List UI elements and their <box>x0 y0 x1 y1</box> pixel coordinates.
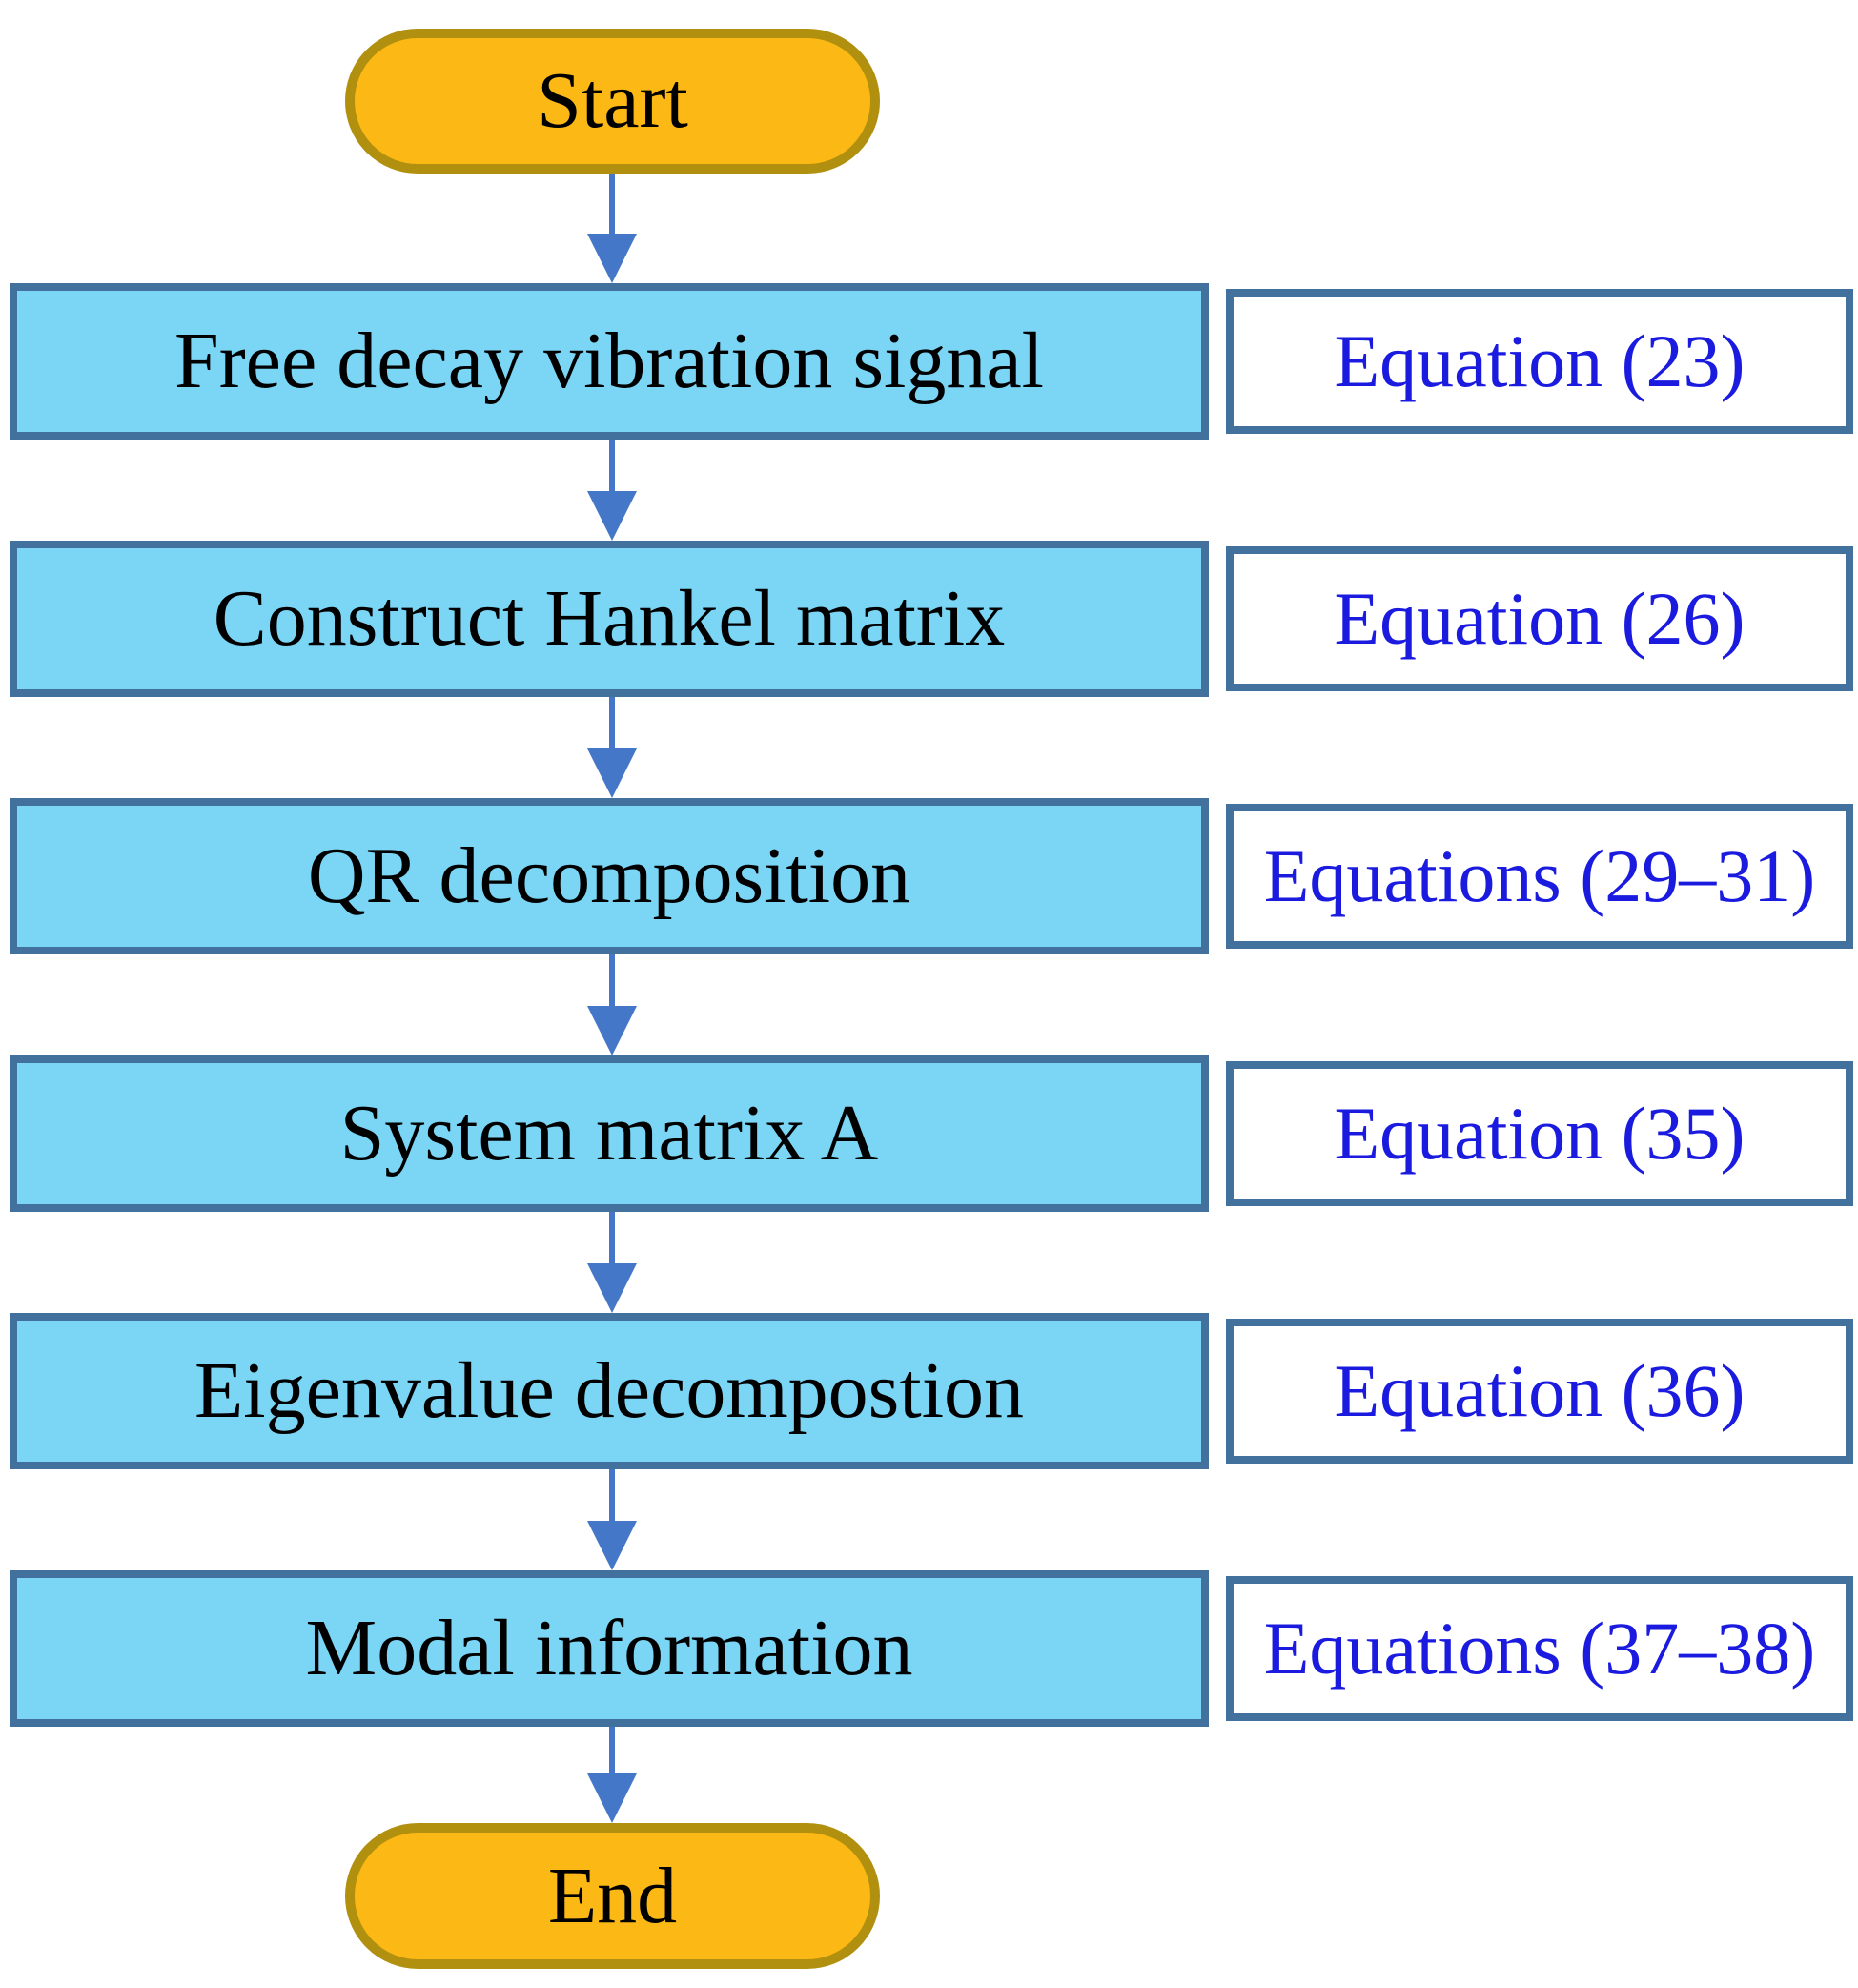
start-node: Start <box>345 29 880 174</box>
process-label: Construct Hankel matrix <box>213 574 1006 663</box>
arrow-stem <box>609 1727 615 1773</box>
equation-box: Equation (36) <box>1226 1319 1853 1464</box>
flow-arrow <box>587 697 637 798</box>
equation-box: Equations (29–31) <box>1226 804 1853 949</box>
arrow-stem <box>609 440 615 491</box>
arrow-head-icon <box>587 491 637 541</box>
equation-label: Equation (35) <box>1334 1092 1746 1175</box>
process-box-eigenvalue-decomposition: Eigenvalue decompostion <box>10 1313 1209 1469</box>
equation-box: Equations (37–38) <box>1226 1576 1853 1721</box>
process-box-modal-information: Modal information <box>10 1570 1209 1727</box>
flow-arrow <box>587 1212 637 1313</box>
process-box-system-matrix: System matrix A <box>10 1055 1209 1212</box>
equation-label: Equation (26) <box>1334 577 1746 660</box>
end-label: End <box>547 1851 678 1940</box>
arrow-head-icon <box>587 748 637 798</box>
process-box-qr-decomposition: QR decomposition <box>10 798 1209 954</box>
equation-label: Equation (36) <box>1334 1349 1746 1432</box>
flow-arrow <box>587 1469 637 1570</box>
flow-arrow <box>587 1727 637 1823</box>
arrow-stem <box>609 697 615 748</box>
arrow-head-icon <box>587 234 637 283</box>
arrow-stem <box>609 1212 615 1263</box>
equation-box: Equation (26) <box>1226 546 1853 691</box>
process-label: System matrix A <box>339 1089 879 1178</box>
equation-box: Equation (23) <box>1226 289 1853 434</box>
arrow-head-icon <box>587 1006 637 1055</box>
flow-arrow <box>587 440 637 541</box>
flow-arrow <box>587 174 637 283</box>
end-node: End <box>345 1823 880 1969</box>
flow-arrow <box>587 954 637 1055</box>
process-label: Free decay vibration signal <box>174 317 1045 405</box>
arrow-stem <box>609 954 615 1006</box>
process-label: Eigenvalue decompostion <box>194 1346 1025 1435</box>
arrow-head-icon <box>587 1773 637 1823</box>
arrow-head-icon <box>587 1263 637 1313</box>
equation-label: Equations (37–38) <box>1263 1607 1816 1690</box>
arrow-head-icon <box>587 1521 637 1570</box>
equation-box: Equation (35) <box>1226 1061 1853 1206</box>
process-label: Modal information <box>305 1604 913 1692</box>
process-box-free-decay: Free decay vibration signal <box>10 283 1209 440</box>
equation-label: Equations (29–31) <box>1263 834 1816 917</box>
process-label: QR decomposition <box>307 831 911 920</box>
arrow-stem <box>609 174 615 234</box>
process-box-hankel-matrix: Construct Hankel matrix <box>10 541 1209 697</box>
arrow-stem <box>609 1469 615 1521</box>
start-label: Start <box>537 56 688 145</box>
equation-label: Equation (23) <box>1334 319 1746 402</box>
